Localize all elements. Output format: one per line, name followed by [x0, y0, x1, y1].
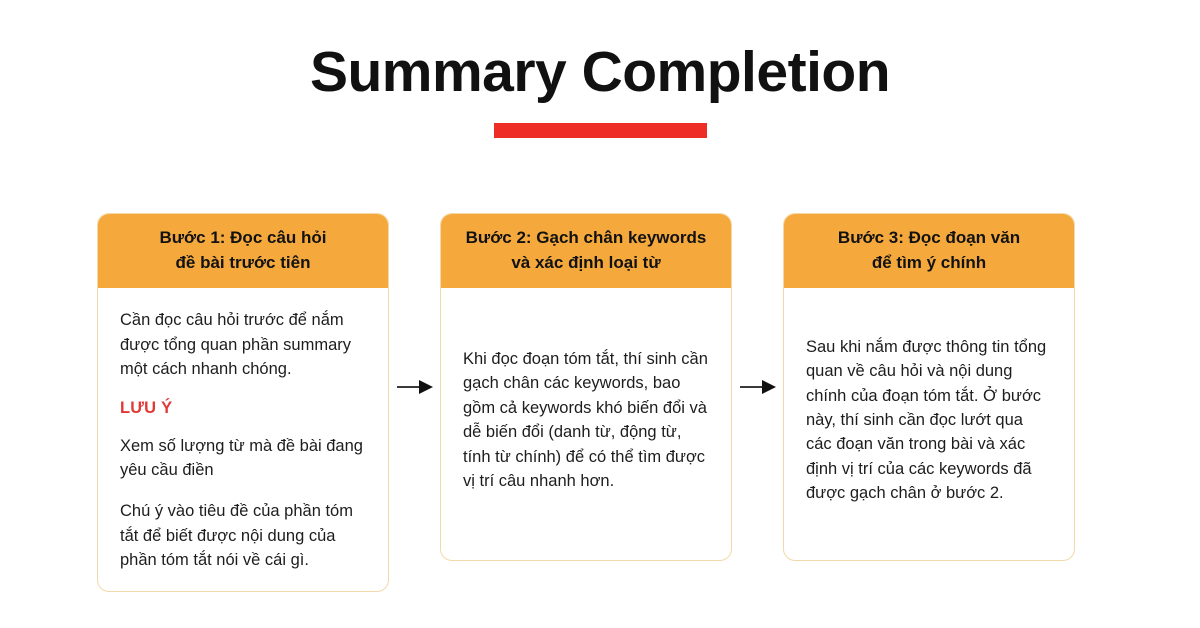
arrow-right-icon-2 [732, 213, 783, 561]
step-card-3-body: Sau khi nắm được thông tin tổng quan về … [784, 288, 1074, 560]
step-card-1-header-line1: Bước 1: Đọc câu hỏi [159, 228, 327, 247]
step-card-2-header-line1: Bước 2: Gạch chân keywords [465, 228, 707, 247]
step-card-1: Bước 1: Đọc câu hỏi đề bài trước tiên Cầ… [97, 213, 389, 592]
step-card-3-header: Bước 3: Đọc đoạn văn để tìm ý chính [784, 214, 1074, 289]
step-card-1-paragraph-1: Cần đọc câu hỏi trước để nắm được tổng q… [120, 311, 351, 379]
step-card-3: Bước 3: Đọc đoạn văn để tìm ý chính Sau … [783, 213, 1075, 561]
step-card-1-header: Bước 1: Đọc câu hỏi đề bài trước tiên [98, 214, 388, 289]
step-card-1-paragraph-3: Chú ý vào tiêu đề của phần tóm tắt để bi… [120, 502, 353, 570]
step-card-1-note-label: LƯU Ý [120, 398, 173, 417]
title-underline-bar [493, 122, 707, 138]
step-card-2: Bước 2: Gạch chân keywords và xác định l… [440, 213, 732, 561]
step-card-1-header-line2: đề bài trước tiên [175, 252, 311, 272]
step-card-3-header-line2: để tìm ý chính [871, 252, 987, 272]
arrow-right-icon-1 [389, 213, 440, 561]
steps-flow: Bước 1: Đọc câu hỏi đề bài trước tiên Cầ… [97, 213, 1103, 592]
step-card-3-paragraph-1: Sau khi nắm được thông tin tổng quan về … [806, 337, 1047, 503]
title-block: Summary Completion [0, 40, 1200, 138]
step-card-2-paragraph-1: Khi đọc đoạn tóm tắt, thí sinh cần gạch … [463, 349, 708, 490]
page-title: Summary Completion [309, 40, 891, 104]
step-card-3-header-line1: Bước 3: Đọc đoạn văn [837, 228, 1021, 247]
step-card-2-header: Bước 2: Gạch chân keywords và xác định l… [441, 214, 731, 289]
step-card-1-paragraph-2: Xem số lượng từ mà đề bài đang yêu cầu đ… [120, 436, 363, 479]
step-card-2-header-line2: và xác định loại từ [511, 252, 661, 272]
step-card-2-body: Khi đọc đoạn tóm tắt, thí sinh cần gạch … [441, 288, 731, 560]
step-card-1-body: Cần đọc câu hỏi trước để nắm được tổng q… [98, 288, 388, 590]
